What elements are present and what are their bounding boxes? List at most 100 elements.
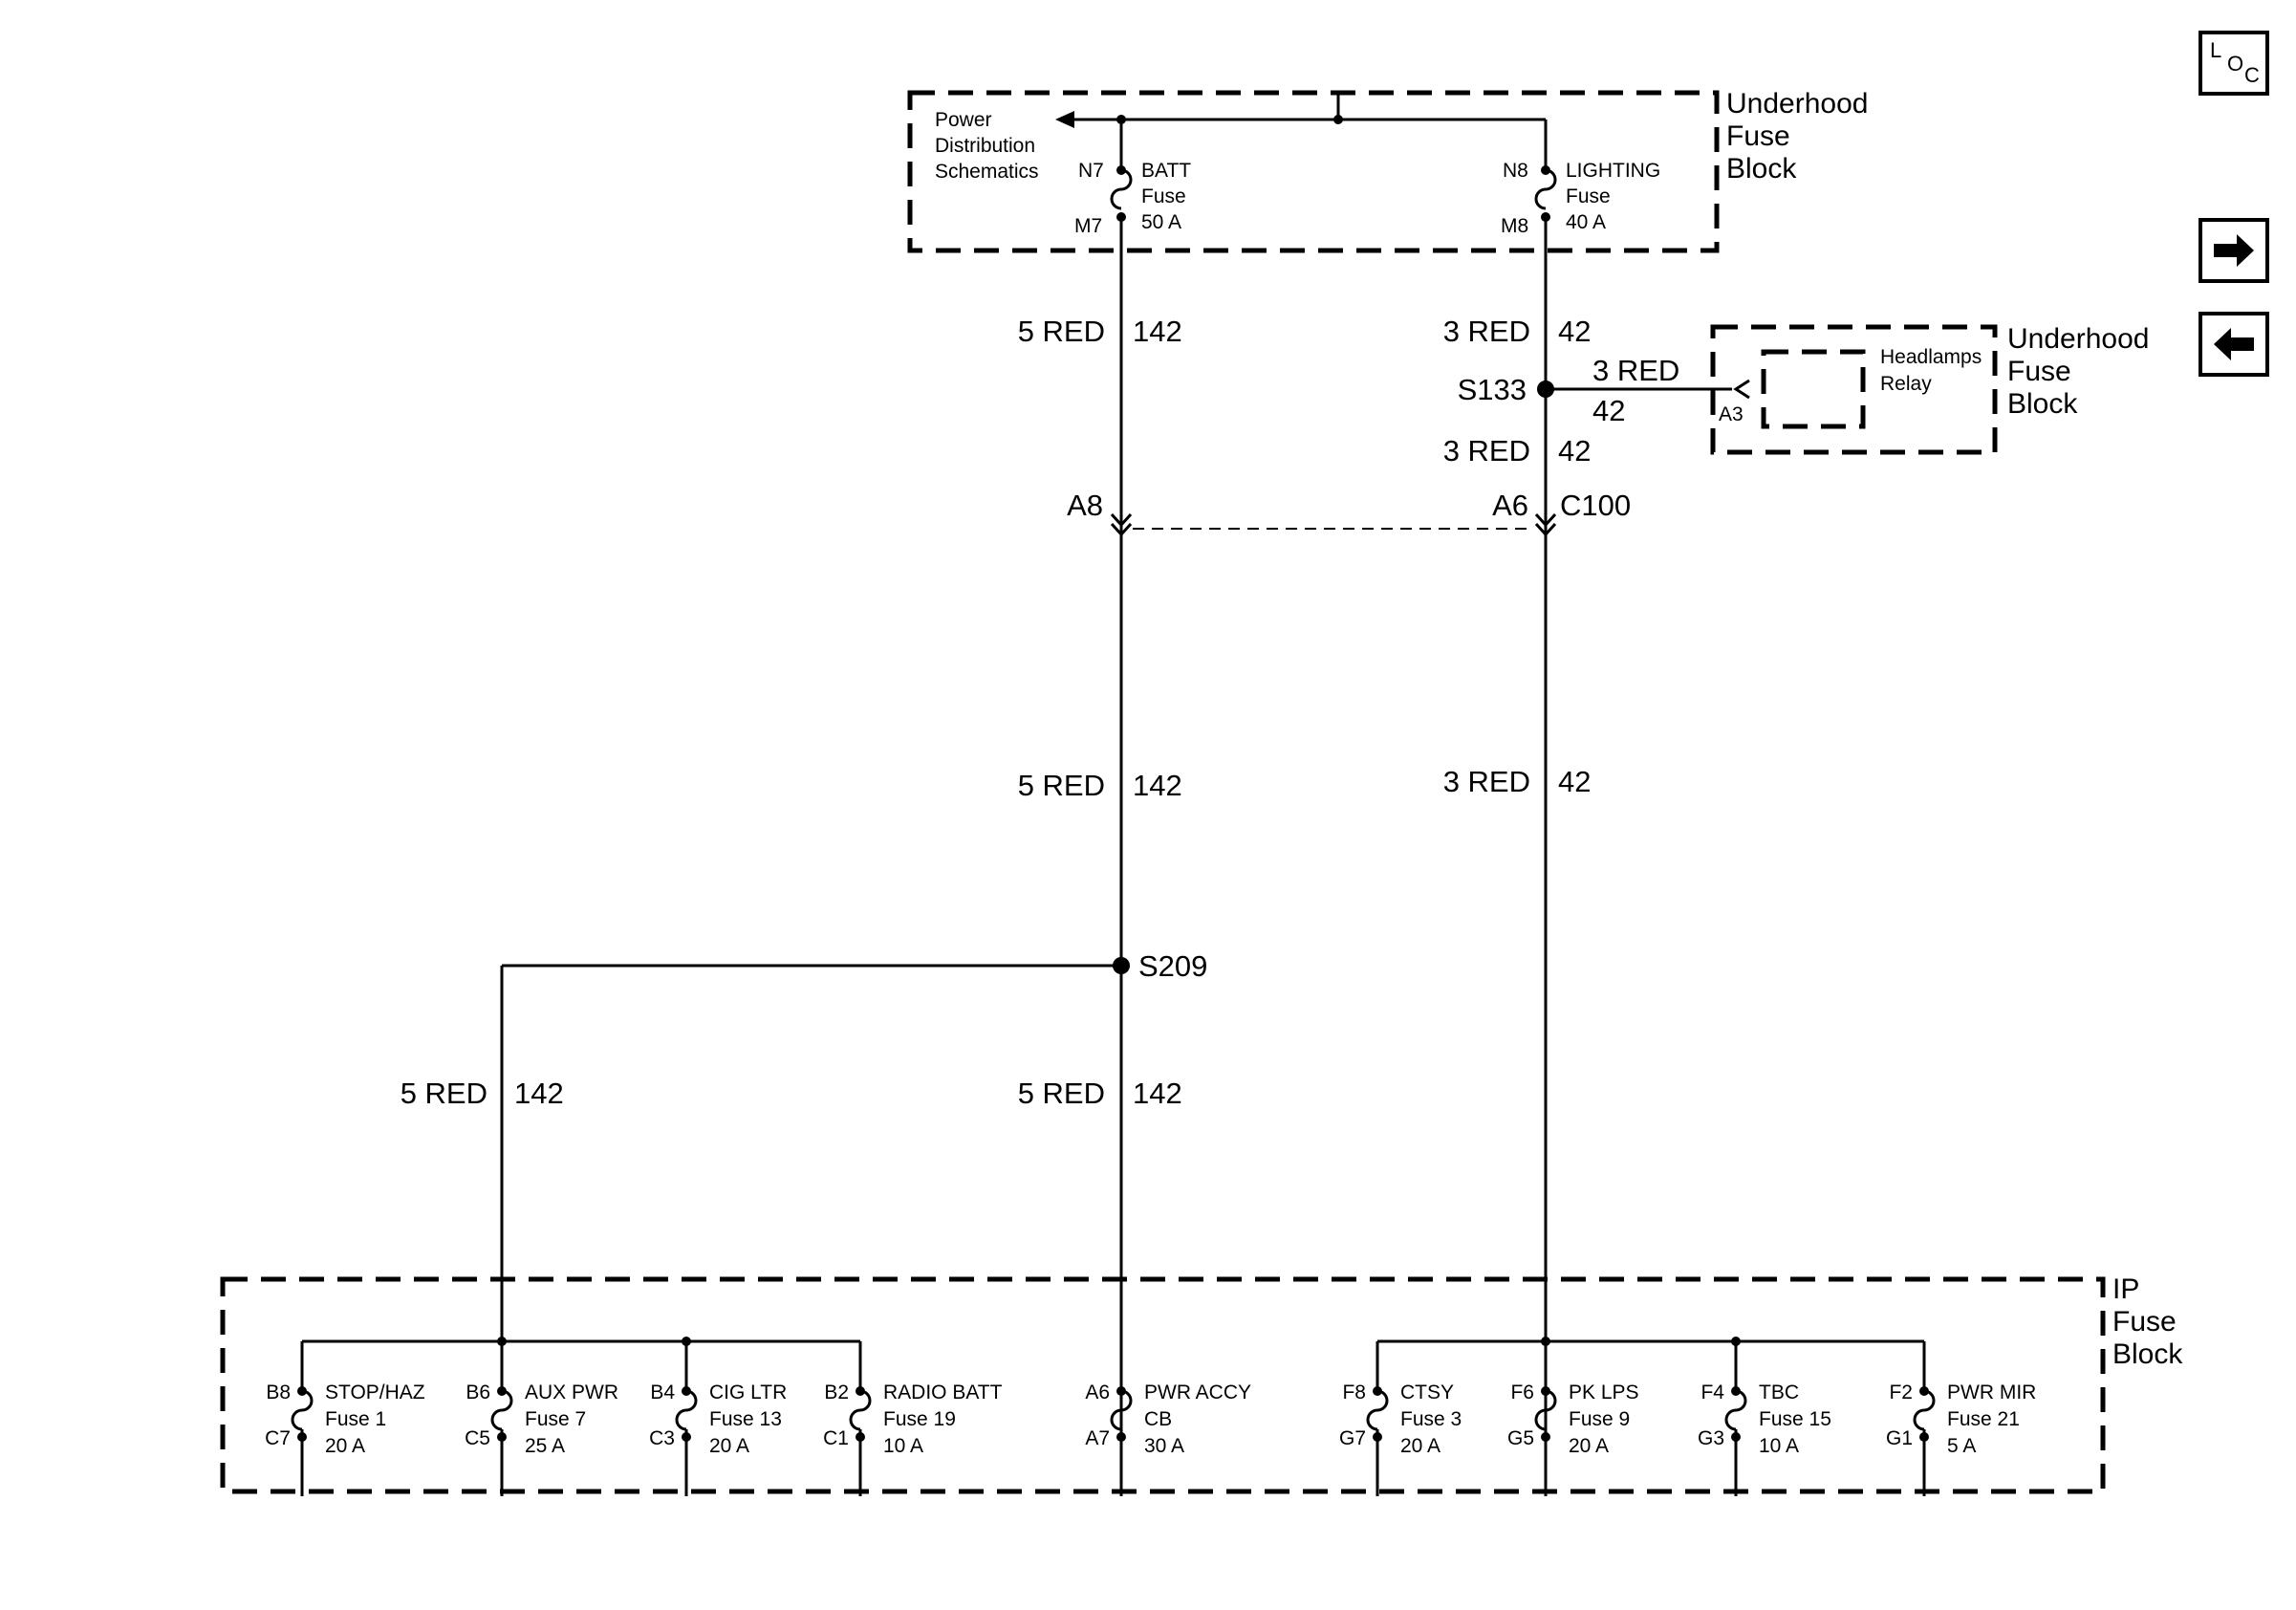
- underhood-top-title-1: Underhood: [1726, 88, 1868, 120]
- fuse-label-line: CTSY: [1400, 1382, 1454, 1403]
- fuse-out-pin: G5: [1507, 1427, 1534, 1449]
- fuse-out-pin: C7: [265, 1427, 291, 1449]
- fuse-label-line: 30 A: [1144, 1435, 1184, 1457]
- batt-label-1: BATT: [1141, 160, 1191, 182]
- fuse-label-line: PWR MIR: [1947, 1382, 2036, 1403]
- arrow-right-icon: [2214, 234, 2254, 267]
- previous-page-button[interactable]: [2199, 312, 2269, 377]
- fuse-label-line: STOP/HAZ: [325, 1382, 425, 1403]
- light-upper-circuit: 42: [1558, 315, 1591, 348]
- arrow-left-icon: [2214, 328, 2254, 360]
- fuse-icon: [291, 1389, 314, 1431]
- relay-label-1: Headlamps: [1880, 346, 1982, 368]
- fuse-out-pin: A7: [1085, 1427, 1110, 1449]
- fuse-label-line: CB: [1144, 1408, 1172, 1430]
- center-branch-color: 5 RED: [1018, 1077, 1105, 1110]
- fuse-label-line: 20 A: [709, 1435, 749, 1457]
- fuse-icon: [490, 1389, 513, 1431]
- pds-arrow-icon: [1055, 111, 1074, 128]
- fuse-icon: [1110, 1389, 1133, 1431]
- pds-label-1: Power: [935, 109, 992, 131]
- c100-right-pin: A6: [1492, 489, 1528, 522]
- lighting-label-3: 40 A: [1566, 211, 1606, 233]
- splice-s209-label: S209: [1138, 949, 1207, 983]
- loc-letter-o: O: [2227, 52, 2244, 76]
- light-mid-circuit: 42: [1558, 434, 1591, 468]
- underhood-top-title-3: Block: [1726, 153, 1797, 185]
- underhood-relay-title-3: Block: [2007, 388, 2078, 420]
- next-page-button[interactable]: [2199, 218, 2269, 283]
- fuse-label-line: CIG LTR: [709, 1382, 787, 1403]
- left-branch-color: 5 RED: [401, 1077, 487, 1110]
- underhood-top-title-2: Fuse: [1726, 120, 1790, 152]
- fuse-label-line: 10 A: [883, 1435, 923, 1457]
- batt-out-pin: M7: [1074, 215, 1102, 237]
- pds-label-3: Schematics: [935, 161, 1039, 183]
- lighting-label-2: Fuse: [1566, 185, 1611, 207]
- ip-title-2: Fuse: [2112, 1306, 2177, 1338]
- lighting-in-pin: N8: [1503, 160, 1528, 182]
- connector-c100: A8 A6 C100: [1067, 489, 1631, 537]
- fuse-out-pin: C3: [649, 1427, 675, 1449]
- relay-pin-label: A3: [1719, 403, 1744, 425]
- underhood-fuse-block-top: Underhood Fuse Block Power Distribution …: [907, 88, 1868, 253]
- ip-title-1: IP: [2112, 1273, 2139, 1305]
- fuse-in-pin: F2: [1889, 1382, 1913, 1403]
- loc-button[interactable]: L O C: [2199, 31, 2269, 96]
- batt-lower-circuit: 142: [1133, 769, 1182, 802]
- relay-branch-color: 3 RED: [1592, 354, 1679, 387]
- batt-upper-circuit: 142: [1133, 315, 1182, 348]
- fuse-label-line: Fuse 9: [1569, 1408, 1630, 1430]
- relay-label-2: Relay: [1880, 373, 1932, 395]
- fuse-in-pin: B4: [650, 1382, 675, 1403]
- lighting-fuse-icon: [1534, 168, 1557, 210]
- fuse-icon: [1724, 1389, 1747, 1431]
- underhood-relay-title-1: Underhood: [2007, 323, 2149, 355]
- relay-branch-circuit: 42: [1592, 394, 1625, 427]
- loc-letter-c: C: [2244, 63, 2260, 87]
- batt-in-pin: N7: [1078, 160, 1104, 182]
- light-lower-circuit: 42: [1558, 765, 1591, 798]
- fuse-label-line: TBC: [1759, 1382, 1799, 1403]
- batt-lower-color: 5 RED: [1018, 769, 1105, 802]
- light-upper-color: 3 RED: [1443, 315, 1530, 348]
- fuse-in-pin: F8: [1342, 1382, 1366, 1403]
- fuse-label-line: 20 A: [1569, 1435, 1609, 1457]
- loc-letter-l: L: [2210, 38, 2222, 62]
- center-branch-circuit: 142: [1133, 1077, 1182, 1110]
- fuse-out-pin: G7: [1339, 1427, 1366, 1449]
- fuse-label-line: AUX PWR: [525, 1382, 618, 1403]
- fuse-out-pin: G1: [1886, 1427, 1913, 1449]
- fuse-in-pin: A6: [1085, 1382, 1110, 1403]
- fuse-label-line: 20 A: [1400, 1435, 1440, 1457]
- fuse-label-line: 20 A: [325, 1435, 365, 1457]
- fuse-label-line: Fuse 13: [709, 1408, 782, 1430]
- light-lower-color: 3 RED: [1443, 765, 1530, 798]
- fuse-icon: [1534, 1389, 1557, 1431]
- fuse-in-pin: B8: [266, 1382, 291, 1403]
- fuse-label-line: Fuse 19: [883, 1408, 956, 1430]
- pds-label-2: Distribution: [935, 135, 1035, 157]
- underhood-fuse-block-relay: A3 Headlamps Relay Underhood Fuse Block: [1710, 323, 2149, 455]
- fuse-icon: [1366, 1389, 1389, 1431]
- fuse-in-pin: F4: [1700, 1382, 1724, 1403]
- fuse-label-line: 5 A: [1947, 1435, 1976, 1457]
- fuse-label-line: Fuse 21: [1947, 1408, 2020, 1430]
- batt-label-2: Fuse: [1141, 185, 1186, 207]
- fuse-out-pin: C1: [823, 1427, 849, 1449]
- fuse-label-line: Fuse 1: [325, 1408, 386, 1430]
- fuse-in-pin: F6: [1510, 1382, 1534, 1403]
- fuse-label-line: PK LPS: [1569, 1382, 1639, 1403]
- batt-fuse-icon: [1110, 168, 1133, 210]
- lighting-out-pin: M8: [1501, 215, 1528, 237]
